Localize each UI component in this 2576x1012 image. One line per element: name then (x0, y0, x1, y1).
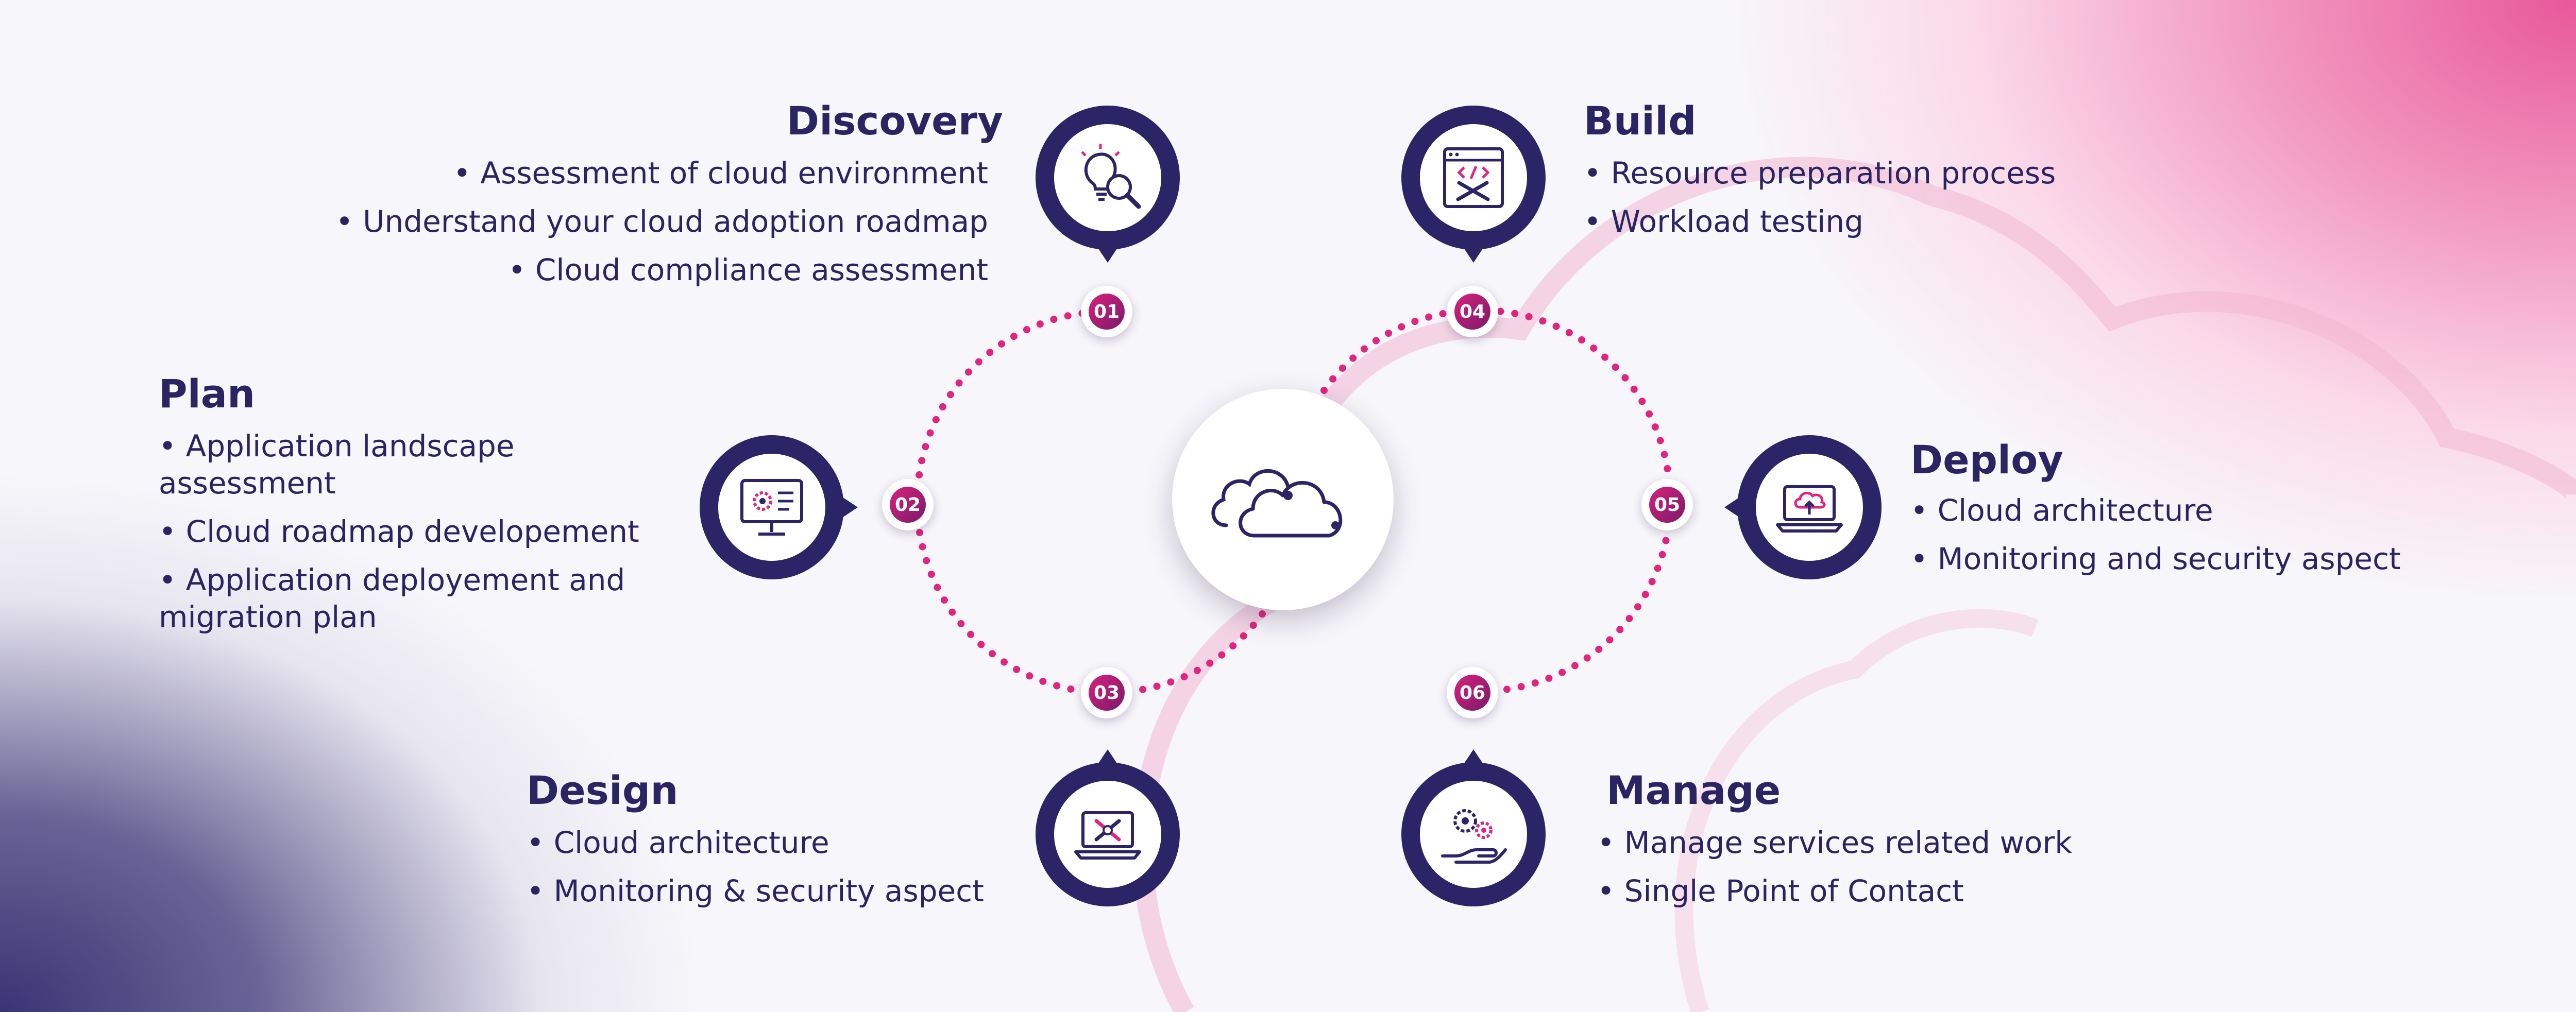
step-number-badge: 05 (1641, 479, 1693, 530)
bullet-item: Monitoring & security aspect (527, 872, 984, 910)
step-title: Discovery (787, 98, 1003, 144)
step-icon-pin (1036, 749, 1180, 906)
step-icon-pin (1401, 106, 1546, 263)
cloud-icon (1211, 469, 1343, 538)
step-icon-pin (1401, 749, 1546, 906)
step-icon-pin (1036, 106, 1180, 263)
bullet-item: Resource preparation process (1584, 155, 2056, 192)
laptop-cloud-upload-icon (1776, 485, 1843, 533)
bullet-item: Monitoring and security aspect (1910, 540, 2401, 577)
central-cloud-hub (1172, 389, 1394, 610)
laptop-tools-icon (1074, 811, 1141, 860)
bullet-item: Workload testing (1584, 203, 2056, 240)
step-bullet-list: Manage services related work Single Poin… (1597, 824, 2072, 921)
right-dotted-ring (1320, 306, 1674, 695)
bullet-item: Cloud architecture (1910, 492, 2401, 529)
step-bullet-list: Application landscape assessment Cloud r… (159, 427, 674, 647)
step-number-badge: 06 (1447, 667, 1498, 718)
bullet-item: Cloud compliance assessment (335, 251, 988, 288)
step-title: Build (1584, 98, 1697, 144)
step-icon-pin (700, 435, 858, 579)
step-bullet-list: Cloud architecture Monitoring and securi… (1910, 492, 2401, 589)
bullet-item: Understand your cloud adoption roadmap (335, 203, 988, 240)
step-title: Design (527, 767, 679, 813)
bullet-item: Application deployement and migration pl… (159, 561, 674, 636)
step-icon-pin (1724, 435, 1882, 579)
bullet-item: Cloud roadmap developement (159, 513, 674, 550)
bullet-item: Manage services related work (1597, 824, 2072, 861)
bullet-item: Single Point of Contact (1597, 872, 2072, 910)
step-number-badge: 02 (882, 479, 934, 530)
step-title: Plan (159, 371, 256, 417)
step-bullet-list: Cloud architecture Monitoring & security… (527, 824, 984, 921)
step-bullet-list: Resource preparation process Workload te… (1584, 155, 2056, 251)
code-window-tools-icon (1443, 147, 1504, 208)
step-bullet-list: Assessment of cloud environment Understa… (335, 155, 988, 300)
step-number-badge: 01 (1081, 286, 1132, 337)
bullet-item: Cloud architecture (527, 824, 984, 861)
hand-gears-icon (1441, 809, 1507, 864)
step-title: Manage (1606, 767, 1781, 813)
step-number-badge: 04 (1447, 286, 1498, 337)
bullet-item: Application landscape assessment (159, 427, 674, 502)
bullet-item: Assessment of cloud environment (335, 155, 988, 192)
step-number-badge: 03 (1081, 667, 1132, 718)
left-dotted-ring (913, 308, 1266, 696)
step-title: Deploy (1910, 437, 2063, 483)
idea-search-icon (1081, 144, 1141, 209)
monitor-gear-icon (740, 479, 803, 536)
